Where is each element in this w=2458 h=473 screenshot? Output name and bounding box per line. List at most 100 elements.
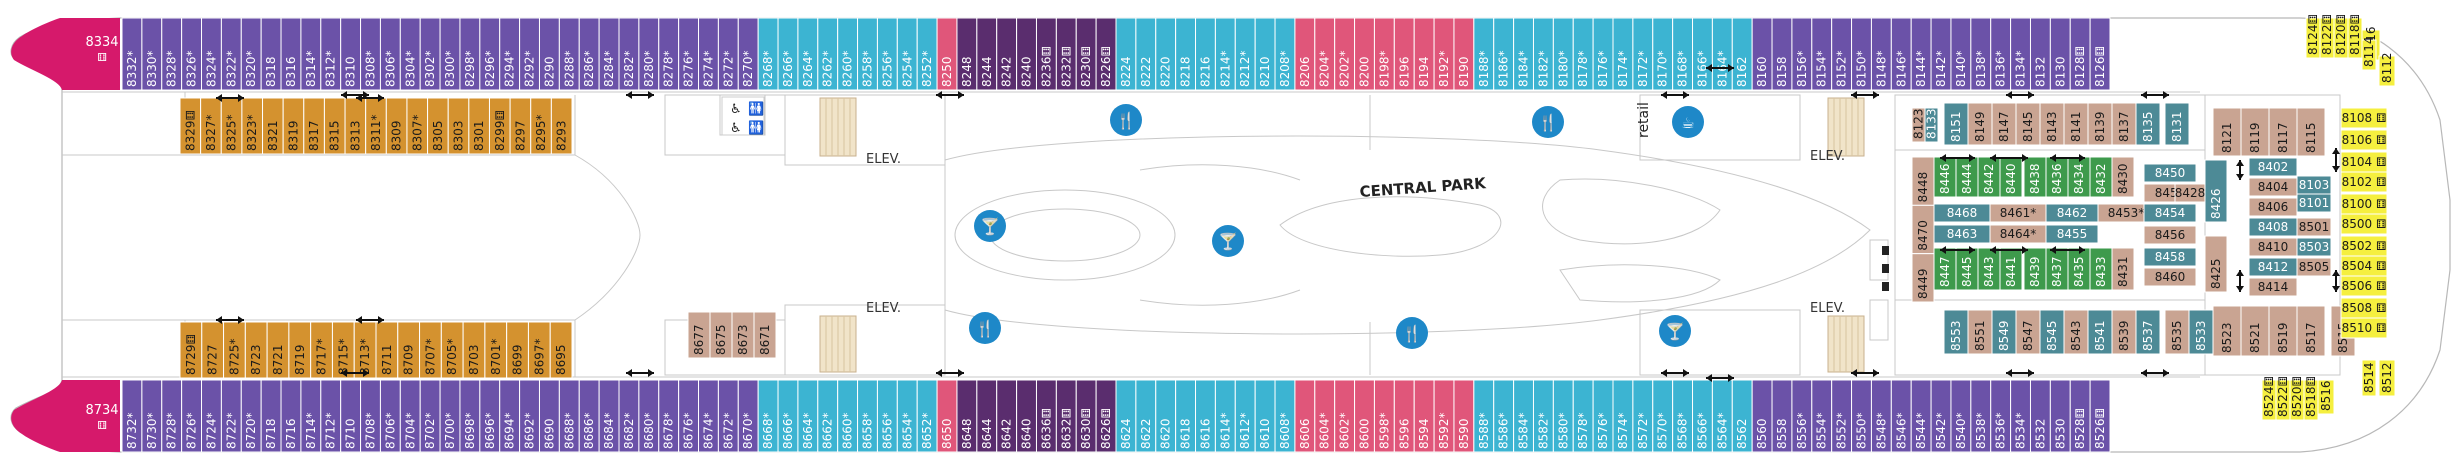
cabin[interactable]: 8660*: [837, 379, 859, 453]
cabin[interactable]: 8670*: [737, 379, 759, 453]
cabin[interactable]: 8468: [1933, 203, 1991, 223]
cabin[interactable]: 8306*: [379, 17, 401, 91]
cabin[interactable]: 8694*: [499, 379, 521, 453]
cabin[interactable]: 8301: [468, 97, 490, 155]
cabin[interactable]: 8512: [2378, 359, 2396, 397]
cabin[interactable]: 8312*: [320, 17, 342, 91]
cabin[interactable]: 8136*: [1990, 17, 2012, 91]
cabin[interactable]: 8174*: [1612, 17, 1634, 91]
cabin[interactable]: 8192*: [1433, 17, 1455, 91]
cabin[interactable]: 8230⚅: [1075, 17, 1097, 91]
cabin[interactable]: 8286*: [578, 17, 600, 91]
cabin[interactable]: 8458: [2143, 247, 2197, 267]
cabin[interactable]: 8652*: [916, 379, 938, 453]
cabin[interactable]: 8440: [1999, 156, 2023, 198]
cabin[interactable]: 8632⚅: [1055, 379, 1077, 453]
cabin[interactable]: 8533: [2188, 309, 2214, 355]
cabin[interactable]: 8712*: [320, 379, 342, 453]
cabin[interactable]: 8274*: [698, 17, 719, 91]
cabin[interactable]: 8148*: [1870, 17, 1892, 91]
cabin[interactable]: 8537: [2135, 309, 2161, 355]
cabin[interactable]: 8188*: [1473, 17, 1495, 91]
cabin[interactable]: 8198*: [1373, 17, 1395, 91]
cabin[interactable]: 8672*: [717, 379, 739, 453]
cabin[interactable]: 8711: [375, 321, 399, 379]
cabin[interactable]: 8176*: [1592, 17, 1614, 91]
cabin[interactable]: 8588*: [1473, 379, 1495, 453]
cabin[interactable]: 8648: [956, 379, 978, 453]
cabin[interactable]: 8106 ⚅: [2340, 129, 2388, 151]
cabin[interactable]: 8564*: [1711, 379, 1733, 453]
cabin[interactable]: 8460: [2143, 267, 2197, 287]
cabin[interactable]: 8204*: [1314, 17, 1336, 91]
cabin[interactable]: 8182*: [1532, 17, 1554, 91]
cabin[interactable]: 8276*: [678, 17, 700, 91]
cabin[interactable]: 8313: [344, 97, 367, 155]
cabin[interactable]: 8550*: [1851, 379, 1872, 453]
cabin[interactable]: 8162: [1731, 17, 1753, 91]
cabin[interactable]: 8315: [323, 97, 346, 155]
cabin[interactable]: 8668*: [757, 379, 779, 453]
cabin[interactable]: 8710: [340, 379, 362, 453]
cabin[interactable]: 8686*: [578, 379, 600, 453]
cabin[interactable]: 8519: [2268, 305, 2298, 357]
cabin[interactable]: 8551: [1967, 309, 1993, 355]
cabin[interactable]: 8715*: [331, 321, 355, 379]
cabin[interactable]: 8446: [1933, 156, 1957, 198]
cabin[interactable]: 8272*: [717, 17, 739, 91]
cabin[interactable]: 8706*: [379, 379, 401, 453]
cabin[interactable]: 8158: [1771, 17, 1793, 91]
cabin[interactable]: 8151: [1943, 102, 1969, 146]
cabin[interactable]: 8540*: [1950, 379, 1972, 453]
cabin[interactable]: 8463: [1933, 224, 1991, 244]
cabin[interactable]: 8558: [1771, 379, 1793, 453]
cabin[interactable]: 8543: [2063, 309, 2089, 355]
cabin[interactable]: 8682*: [618, 379, 640, 453]
cabin[interactable]: 8408: [2248, 217, 2298, 237]
cabin[interactable]: 8299⚅: [488, 97, 511, 155]
cabin[interactable]: 8140*: [1950, 17, 1972, 91]
cabin[interactable]: 8218: [1175, 17, 1197, 91]
cabin[interactable]: 8438: [2023, 156, 2047, 198]
cabin[interactable]: 8123: [1911, 107, 1926, 143]
cabin[interactable]: 8122⚅: [2319, 14, 2335, 59]
cabin[interactable]: 8172*: [1632, 17, 1654, 91]
cabin[interactable]: 8428: [2174, 183, 2206, 203]
cabin[interactable]: 8674*: [698, 379, 719, 453]
cabin[interactable]: 8586*: [1493, 379, 1515, 453]
cabin[interactable]: 8454: [2143, 203, 2197, 223]
cabin[interactable]: 8508 ⚅: [2340, 297, 2388, 319]
cabin[interactable]: 8514: [2361, 359, 2377, 397]
cabin[interactable]: 8714*: [300, 379, 322, 453]
cabin[interactable]: 8520⚅: [2289, 376, 2305, 421]
cabin[interactable]: 8184*: [1513, 17, 1534, 91]
cabin[interactable]: 8535: [2164, 309, 2190, 355]
cabin[interactable]: 8302*: [419, 17, 441, 91]
cabin[interactable]: 8224: [1115, 17, 1137, 91]
cabin[interactable]: 8214*: [1214, 17, 1236, 91]
cabin[interactable]: 8117: [2268, 107, 2298, 157]
cabin[interactable]: 8264*: [797, 17, 819, 91]
cabin[interactable]: 8439: [2023, 247, 2047, 291]
cabin[interactable]: 8546*: [1890, 379, 1912, 453]
cabin[interactable]: 8538*: [1970, 379, 1992, 453]
cabin[interactable]: 8202*: [1334, 17, 1356, 91]
cabin[interactable]: 8258*: [857, 17, 878, 91]
cabin[interactable]: 8612*: [1234, 379, 1256, 453]
cabin[interactable]: 8447: [1933, 247, 1957, 291]
cabin[interactable]: 8317: [303, 97, 325, 155]
cabin[interactable]: 8108 ⚅: [2340, 107, 2388, 129]
cabin[interactable]: 8114: [2361, 36, 2377, 71]
cabin[interactable]: 8604*: [1314, 379, 1336, 453]
cabin[interactable]: 8642: [996, 379, 1018, 453]
cabin[interactable]: 8328*: [161, 17, 183, 91]
cabin[interactable]: 8690: [538, 379, 560, 453]
cabin[interactable]: 8523: [2212, 305, 2242, 357]
cabin[interactable]: 8536*: [1990, 379, 2012, 453]
cabin[interactable]: 8156*: [1791, 17, 1813, 91]
cabin[interactable]: 8260*: [837, 17, 859, 91]
cabin[interactable]: 8620: [1155, 379, 1177, 453]
cabin[interactable]: 8716: [280, 379, 302, 453]
cabin[interactable]: 8464*: [1989, 224, 2047, 244]
cabin[interactable]: 8236⚅: [1035, 17, 1057, 91]
